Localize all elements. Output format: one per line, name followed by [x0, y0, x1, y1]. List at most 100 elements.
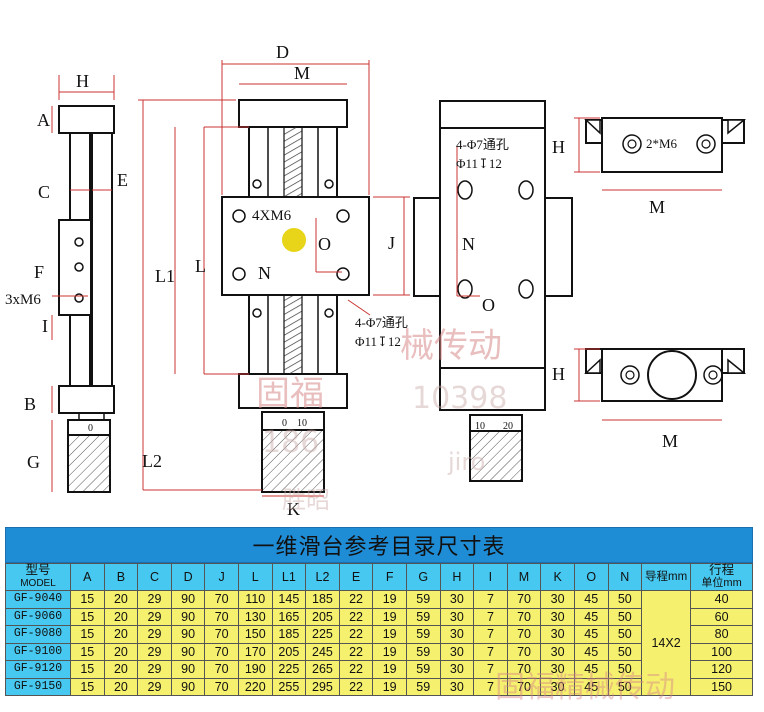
value-cell-l1: 185 — [271, 625, 307, 644]
dim-F: F — [34, 262, 44, 282]
value-cell-e: 22 — [338, 625, 374, 644]
value-cell-l: 220 — [237, 677, 273, 696]
value-cell-d: 90 — [170, 590, 206, 609]
model-header-en: MODEL — [20, 578, 56, 589]
value-cell-l: 170 — [237, 642, 273, 661]
value-cell-h: 30 — [439, 677, 475, 696]
dim-B: B — [24, 394, 36, 414]
value-cell-c: 29 — [137, 677, 172, 696]
value-cell-i: 7 — [473, 607, 508, 626]
value-cell-b: 20 — [103, 625, 139, 644]
column-header-e: E — [338, 563, 374, 591]
value-cell-g: 59 — [405, 642, 441, 661]
dim-3xM6: 3xM6 — [5, 292, 41, 308]
value-cell-l: 110 — [237, 590, 273, 609]
value-cell-n: 50 — [607, 660, 643, 679]
value-cell-m: 70 — [506, 590, 542, 609]
column-header-g: G — [405, 563, 441, 591]
value-cell-d: 90 — [170, 607, 206, 626]
value-cell-l1: 165 — [271, 607, 307, 626]
value-cell-l1: 205 — [271, 642, 307, 661]
dim-C: C — [38, 182, 50, 202]
dim-K: K — [287, 499, 300, 519]
holes-note-side-2: Φ11↧12 — [456, 156, 502, 171]
value-cell-f: 19 — [372, 607, 407, 626]
dim-G: G — [27, 452, 40, 472]
value-cell-j: 70 — [204, 607, 239, 626]
end-bottom-H: H — [552, 364, 565, 384]
value-cell-e: 22 — [338, 642, 374, 661]
dim-A: A — [37, 110, 50, 130]
value-cell-i: 7 — [473, 660, 508, 679]
value-cell-e: 22 — [338, 607, 374, 626]
value-cell-o: 45 — [573, 660, 609, 679]
travel-header-cn: 行程 — [709, 563, 735, 577]
value-cell-h: 30 — [439, 590, 475, 609]
value-cell-n: 50 — [607, 677, 643, 696]
value-cell-a: 15 — [70, 660, 105, 679]
value-cell-m: 70 — [506, 642, 542, 661]
value-cell-j: 70 — [204, 660, 239, 679]
column-header-n: N — [607, 563, 643, 591]
value-cell-j: 70 — [204, 642, 239, 661]
travel-cell: 40 — [690, 590, 754, 609]
value-cell-n: 50 — [607, 590, 643, 609]
value-cell-i: 7 — [473, 677, 508, 696]
value-cell-b: 20 — [103, 607, 139, 626]
model-header: 型号 MODEL — [5, 563, 71, 591]
value-cell-l: 130 — [237, 607, 273, 626]
value-cell-n: 50 — [607, 642, 643, 661]
value-cell-d: 90 — [170, 642, 206, 661]
dim-D: D — [276, 42, 289, 62]
value-cell-j: 70 — [204, 677, 239, 696]
value-cell-l2: 225 — [305, 625, 340, 644]
value-cell-l2: 245 — [305, 642, 340, 661]
dim-J: J — [388, 233, 395, 253]
value-cell-f: 19 — [372, 660, 407, 679]
value-cell-c: 29 — [137, 625, 172, 644]
value-cell-d: 90 — [170, 660, 206, 679]
value-cell-f: 19 — [372, 677, 407, 696]
value-cell-k: 30 — [540, 642, 575, 661]
model-cell: GF-9040 — [5, 590, 71, 609]
dim-I: I — [42, 316, 48, 336]
column-header-l1: L1 — [271, 563, 307, 591]
dim-L2: L2 — [142, 451, 162, 471]
dim-H-left: H — [76, 71, 89, 91]
value-cell-j: 70 — [204, 590, 239, 609]
model-header-cn: 型号 — [25, 563, 51, 577]
table-title: 一维滑台参考目录尺寸表 — [5, 527, 753, 563]
watermark-text-1: 固福 — [256, 374, 324, 414]
end-view-bottom-dims — [574, 348, 722, 421]
dial-front-10: 10 — [297, 418, 307, 429]
technical-drawing: H A C E F 3xM6 I B G 0 — [5, 42, 747, 519]
dial-front-0: 0 — [282, 418, 287, 429]
end-top-H: H — [552, 137, 565, 157]
travel-header-unit: 单位mm — [701, 577, 742, 589]
value-cell-c: 29 — [137, 607, 172, 626]
column-header-k: K — [540, 563, 575, 591]
value-cell-j: 70 — [204, 625, 239, 644]
travel-cell: 100 — [690, 642, 754, 661]
value-cell-b: 20 — [103, 590, 139, 609]
value-cell-n: 50 — [607, 607, 643, 626]
column-header-a: A — [70, 563, 105, 591]
value-cell-c: 29 — [137, 660, 172, 679]
value-cell-d: 90 — [170, 625, 206, 644]
travel-cell: 150 — [690, 677, 754, 696]
value-cell-g: 59 — [405, 590, 441, 609]
value-cell-m: 70 — [506, 660, 542, 679]
holes-note-front-2: Φ11↧12 — [355, 334, 401, 349]
left-dimension-lines — [51, 75, 115, 492]
value-cell-l2: 185 — [305, 590, 340, 609]
dial-side-20: 20 — [503, 421, 513, 432]
bottom-dimension-lines — [456, 146, 480, 297]
watermark-text-4: 10398 — [412, 381, 507, 416]
travel-header: 行程单位mm — [690, 563, 754, 591]
value-cell-h: 30 — [439, 660, 475, 679]
label-N-side: N — [462, 234, 475, 254]
value-cell-h: 30 — [439, 642, 475, 661]
